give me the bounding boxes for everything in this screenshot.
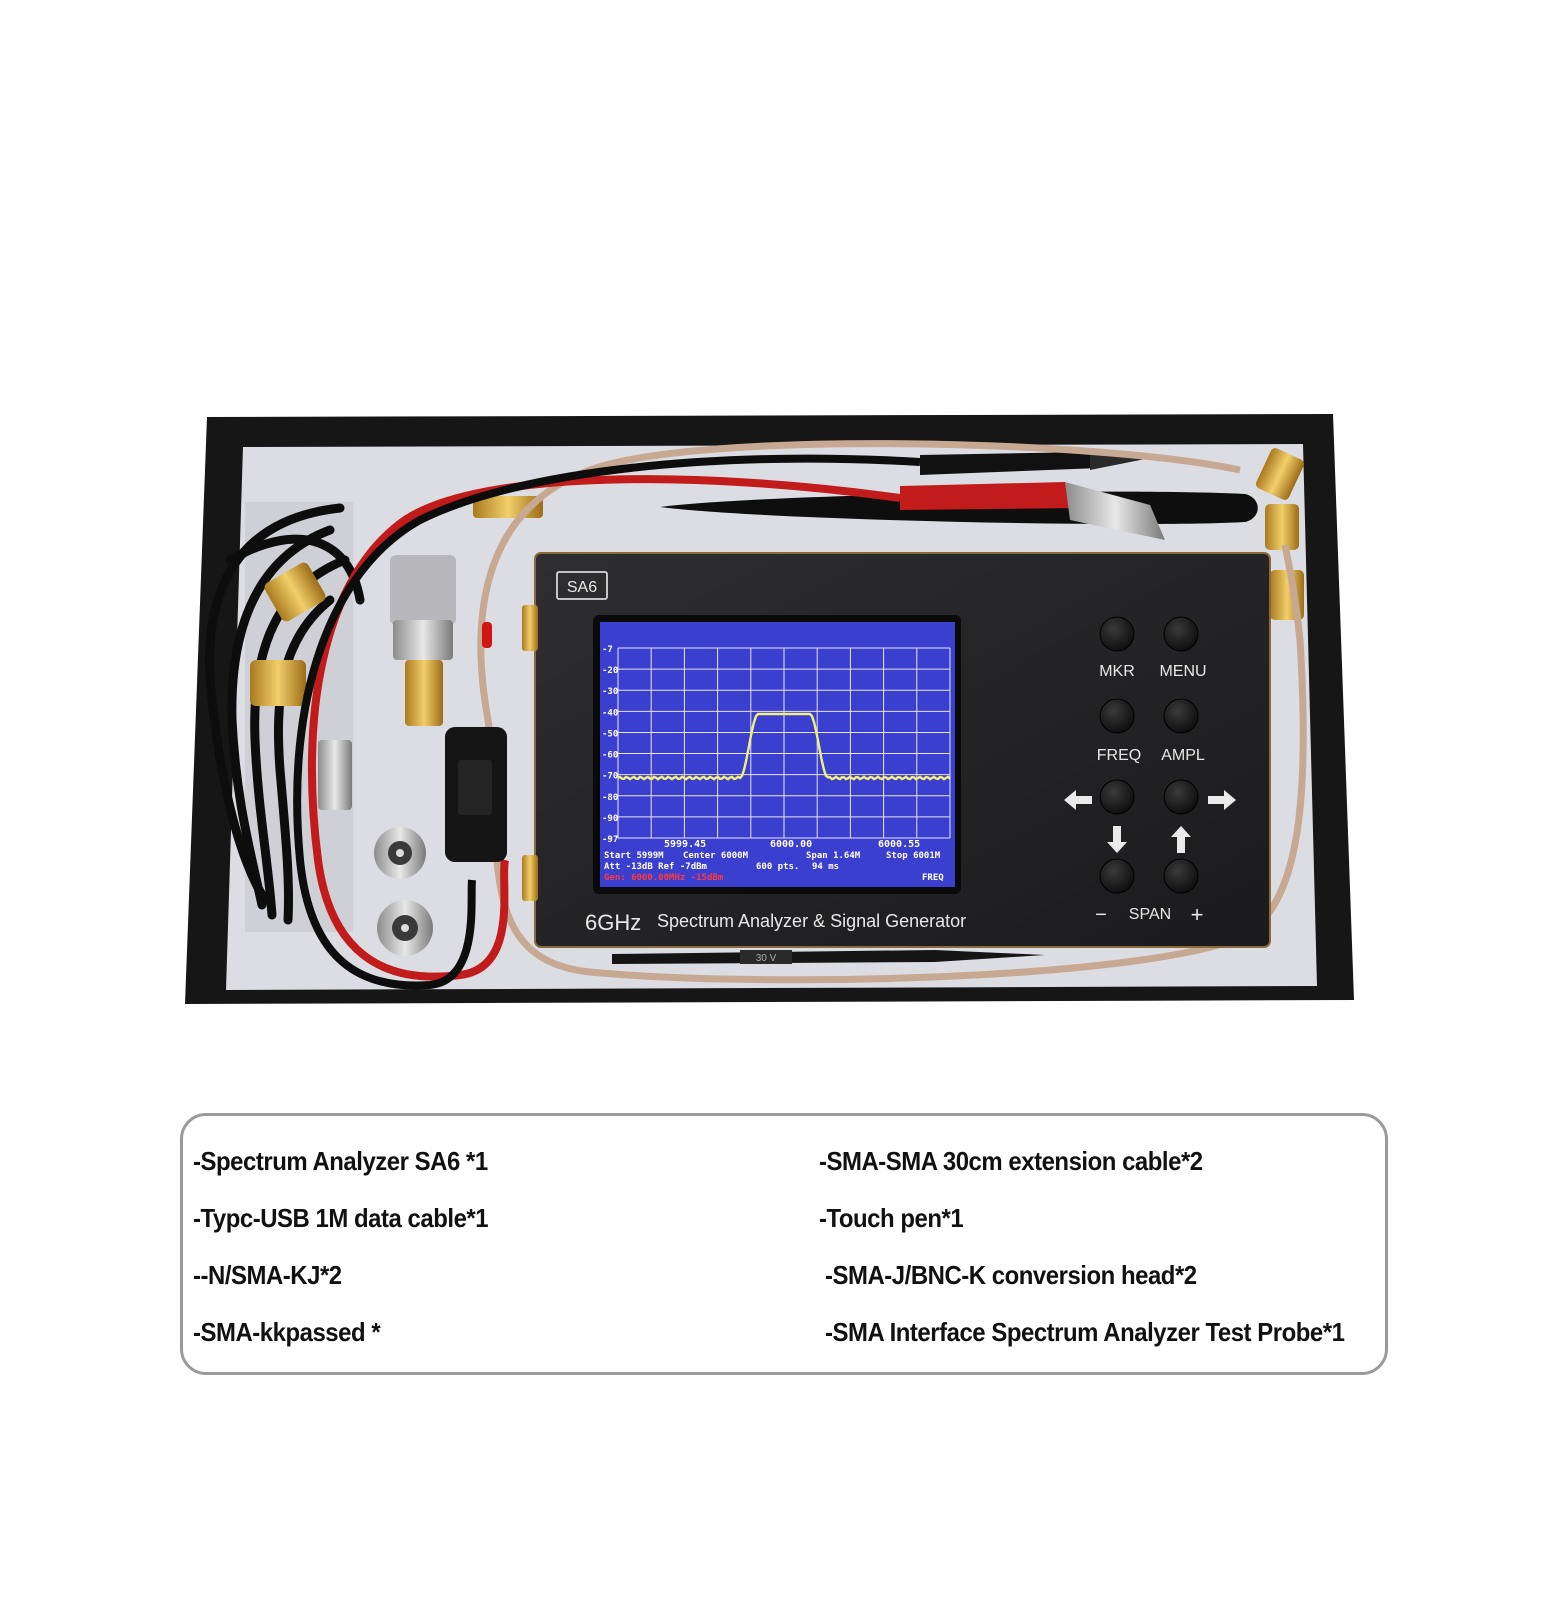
span-plus-label: + xyxy=(1191,902,1204,927)
device-badge: SA6 xyxy=(567,579,597,596)
right-button[interactable] xyxy=(1163,779,1199,815)
freq-left: 5999.45 xyxy=(664,839,706,850)
red-led xyxy=(482,622,492,648)
package-contents-box: -Spectrum Analyzer SA6 *1 -Typc-USB 1M d… xyxy=(180,1113,1388,1375)
right-arrow-icon xyxy=(1208,790,1236,810)
silver-adapter-left xyxy=(318,740,352,810)
device-badge-frame xyxy=(556,571,608,600)
status-points: 600 pts. xyxy=(756,862,799,872)
status-stop: Stop 6001M xyxy=(886,851,941,861)
black-lead xyxy=(293,454,921,990)
menu-button[interactable] xyxy=(1163,616,1199,652)
y-tick-label: -97 xyxy=(602,835,618,845)
status-att-ref: Att -13dB Ref -7dBm xyxy=(604,862,708,872)
span-minus-label: − xyxy=(1095,904,1107,926)
status-center: Center 6000M xyxy=(683,851,749,861)
sma-adapter-left-1 xyxy=(264,562,326,622)
freq-button[interactable] xyxy=(1099,698,1135,734)
y-tick-label: -70 xyxy=(602,772,618,782)
contents-item-right-1: -SMA-SMA 30cm extension cable*2 xyxy=(819,1146,1203,1176)
span-label: SPAN xyxy=(1129,906,1171,923)
span-minus-button[interactable] xyxy=(1099,858,1135,894)
sma-port-bottom xyxy=(522,855,538,901)
n-sma-adapter-gold xyxy=(405,660,443,726)
contents-item-left-4: -SMA-kkpassed * xyxy=(193,1317,381,1347)
y-tick-label: -40 xyxy=(602,708,618,718)
y-tick-label: -60 xyxy=(602,751,618,761)
mkr-button[interactable] xyxy=(1099,616,1135,652)
banana-plug-grip xyxy=(458,760,492,815)
touch-pen xyxy=(612,950,1045,964)
contents-item-right-2: -Touch pen*1 xyxy=(819,1203,964,1233)
y-tick-label: -90 xyxy=(602,814,618,824)
device-edge xyxy=(534,552,1271,948)
screen xyxy=(600,622,955,887)
sma-port-top xyxy=(522,605,538,651)
sma-adapter-left-2 xyxy=(250,660,306,706)
freq-right: 6000.55 xyxy=(878,839,920,850)
status-start: Start 5999M xyxy=(604,851,664,861)
product-photo: SA6 -7 -20 -30 -40 -50 -60 -70 -80 -90 -97 5999.4… xyxy=(185,414,1354,1004)
brand-text: Spectrum Analyzer & Signal Generator xyxy=(657,911,966,931)
bnc-adapter-2 xyxy=(377,900,433,956)
contents-item-right-4: -SMA Interface Spectrum Analyzer Test Pr… xyxy=(825,1317,1345,1347)
spectrum-trace xyxy=(617,712,951,781)
product-photo-svg: SA6 -7 -20 -30 -40 -50 -60 -70 -80 -90 -97 5999.4… xyxy=(185,414,1354,1004)
contents-item-right-3: -SMA-J/BNC-K conversion head*2 xyxy=(825,1260,1197,1290)
menu-label: MENU xyxy=(1159,663,1206,680)
sma-connector-right-1 xyxy=(1256,448,1304,500)
brand-ghz: 6GHz xyxy=(585,910,641,935)
sma-connector-right-2 xyxy=(1265,504,1299,550)
bnc-adapter-1 xyxy=(374,827,426,879)
status-span: Span 1.64M xyxy=(806,851,861,861)
left-button[interactable] xyxy=(1099,779,1135,815)
n-sma-adapter-thread xyxy=(393,620,453,660)
coax-cable xyxy=(477,440,1307,984)
probe-marking: 30 V xyxy=(756,953,777,964)
left-arrow-icon xyxy=(1064,790,1092,810)
ampl-button[interactable] xyxy=(1163,698,1199,734)
contents-item-left-1: -Spectrum Analyzer SA6 *1 xyxy=(193,1146,488,1176)
mkr-label: MKR xyxy=(1099,663,1135,680)
touch-pen-band xyxy=(740,950,792,964)
freq-label: FREQ xyxy=(1097,747,1141,764)
mode-label: FREQ xyxy=(922,873,944,883)
red-lead xyxy=(307,475,901,981)
down-arrow-icon xyxy=(1107,826,1127,853)
n-sma-adapter xyxy=(390,555,456,625)
y-tick-label: -50 xyxy=(602,729,618,739)
up-arrow-icon xyxy=(1171,826,1191,853)
alligator-red xyxy=(900,482,1165,540)
y-tick-label: -7 xyxy=(602,645,613,655)
span-plus-button[interactable] xyxy=(1163,858,1199,894)
y-tick-label: -80 xyxy=(602,793,618,803)
ampl-label: AMPL xyxy=(1161,747,1205,764)
contents-item-left-2: -Typc-USB 1M data cable*1 xyxy=(193,1203,489,1233)
screen-y-axis: -7 -20 -30 -40 -50 -60 -70 -80 -90 -97 xyxy=(602,645,618,845)
y-tick-label: -30 xyxy=(602,687,618,697)
contents-item-left-3: --N/SMA-KJ*2 xyxy=(193,1260,342,1290)
y-tick-label: -20 xyxy=(602,666,618,676)
status-sweep-time: 94 ms xyxy=(812,862,839,872)
generator-status: Gen: 6000.00MHz -15dBm xyxy=(604,873,724,883)
screen-grid xyxy=(617,647,951,839)
freq-center: 6000.00 xyxy=(770,839,812,850)
